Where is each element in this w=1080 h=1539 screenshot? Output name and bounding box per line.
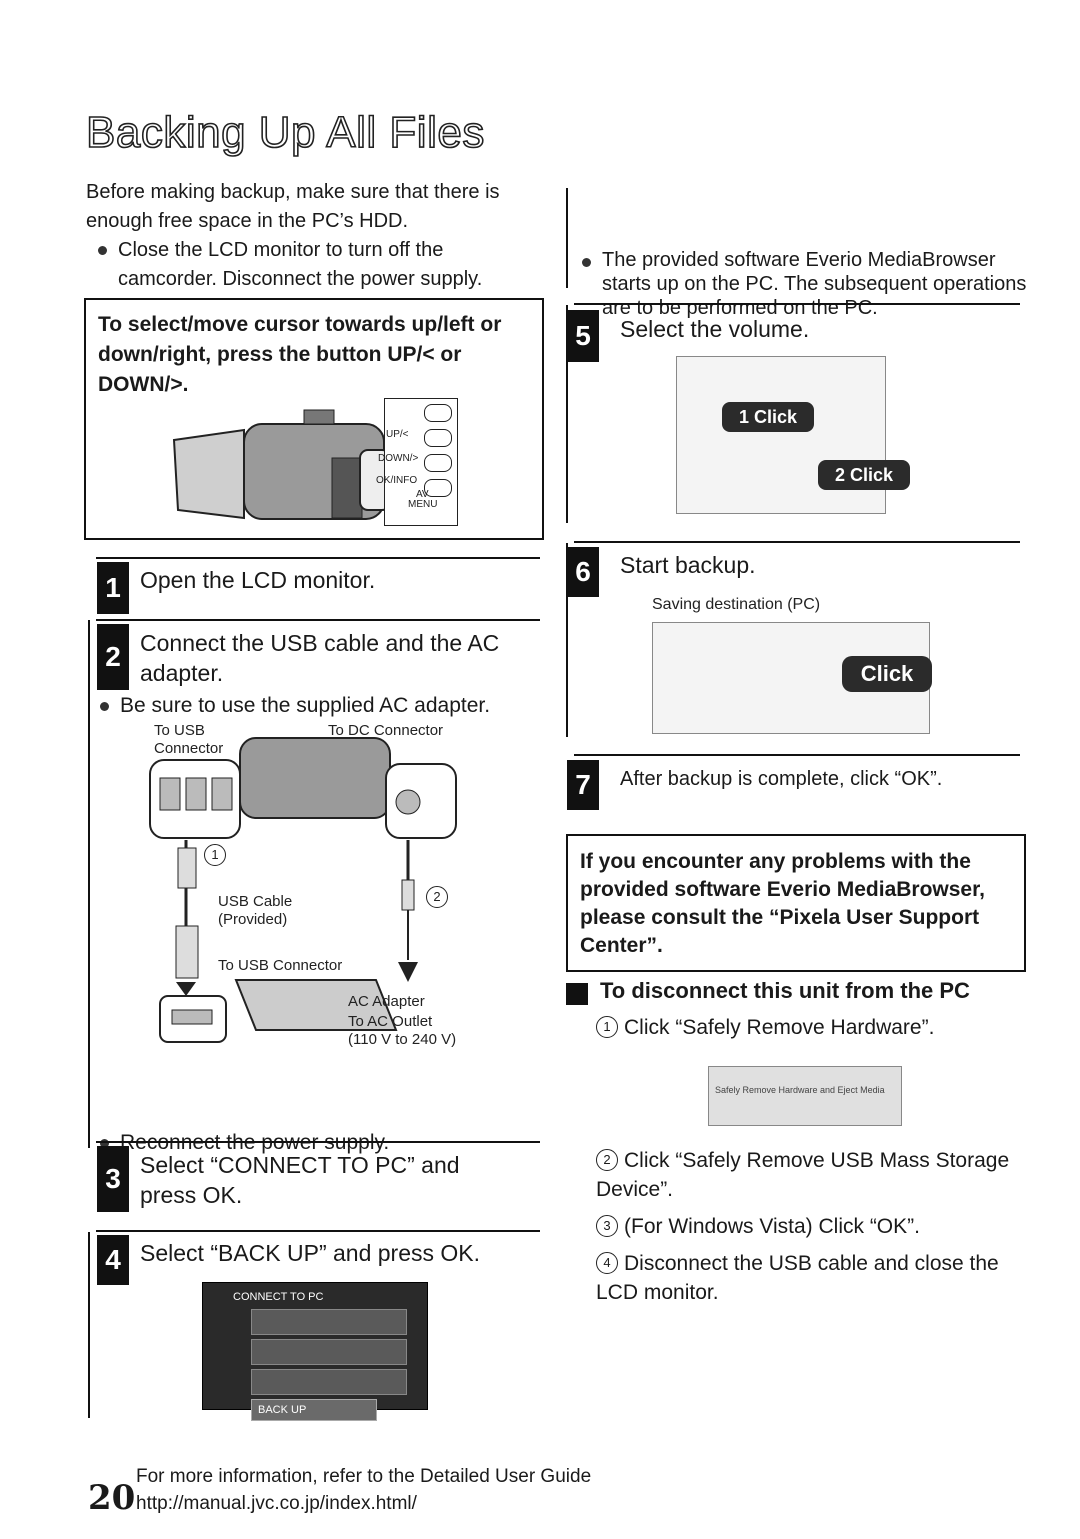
step4-text: Select “BACK UP” and press OK. bbox=[140, 1240, 481, 1266]
step5-col-rule bbox=[566, 305, 568, 523]
cursor-instruction-text: To select/move cursor towards up/left or… bbox=[98, 313, 502, 396]
step2-rule bbox=[96, 619, 540, 621]
page-title: Backing Up All Files bbox=[85, 107, 485, 158]
label-to-dc: To DC Connector bbox=[328, 722, 444, 739]
problems-box: If you encounter any problems with the p… bbox=[566, 834, 1026, 972]
step3-rule bbox=[96, 1141, 540, 1143]
disconnect-item-3: 3(For Windows Vista) Click “OK”. bbox=[596, 1212, 1016, 1241]
step4-badge: 4 bbox=[97, 1235, 129, 1285]
step6-rule bbox=[574, 541, 1020, 543]
click-badge-2[interactable]: 2 Click bbox=[818, 460, 910, 490]
page-number: 20 bbox=[88, 1478, 136, 1518]
cursor-instruction-box: To select/move cursor towards up/left or… bbox=[84, 298, 544, 540]
label-num2: 2 bbox=[426, 886, 454, 909]
menu-row bbox=[251, 1339, 407, 1365]
label-to-usb-connector: To USB Connector bbox=[218, 957, 343, 974]
step2-text: Connect the USB cable and the AC adapter… bbox=[140, 630, 500, 686]
step1-text: Open the LCD monitor. bbox=[140, 567, 376, 593]
btn-label-down: DOWN/> bbox=[378, 453, 419, 464]
step3-text: Select “CONNECT TO PC” and press OK. bbox=[140, 1152, 460, 1208]
footer-line1: For more information, refer to the Detai… bbox=[136, 1466, 592, 1487]
step7-text: After backup is complete, click “OK”. bbox=[620, 768, 943, 790]
step7-badge: 7 bbox=[567, 760, 599, 810]
btn-label-ok: OK/INFO bbox=[376, 475, 418, 486]
menu-row-backup: BACK UP bbox=[251, 1399, 377, 1421]
step5-badge: 5 bbox=[567, 310, 599, 362]
left-col-rule bbox=[88, 620, 90, 1148]
step7-rule bbox=[574, 754, 1020, 756]
step5-text: Select the volume. bbox=[620, 316, 810, 342]
label-voltage: (110 V to 240 V) bbox=[348, 1031, 457, 1048]
step6-badge: 6 bbox=[567, 547, 599, 597]
label-provided: (Provided) bbox=[218, 911, 288, 928]
disconnect-heading: To disconnect this unit from the PC bbox=[600, 978, 970, 1003]
label-to-usb: To USB bbox=[154, 722, 205, 739]
intro-text: Before making backup, make sure that the… bbox=[86, 181, 500, 232]
step6-text: Start backup. bbox=[620, 552, 756, 578]
click-badge-backup[interactable]: Click bbox=[842, 656, 932, 692]
camcorder-illustration bbox=[172, 409, 391, 520]
label-usb-cable: USB Cable bbox=[218, 893, 293, 910]
label-ac-adapter: AC Adapter bbox=[348, 993, 425, 1010]
right-col-rule-top bbox=[566, 188, 568, 288]
step1-rule bbox=[96, 557, 540, 559]
problems-text: If you encounter any problems with the p… bbox=[580, 850, 985, 957]
button-ovals bbox=[424, 404, 452, 504]
volume-selection-screen bbox=[676, 356, 886, 514]
taskbar-tooltip: Safely Remove Hardware and Eject Media bbox=[715, 1085, 885, 1095]
step5-rule bbox=[574, 303, 1020, 305]
step2-bullet: Be sure to use the supplied AC adapter. bbox=[88, 692, 570, 720]
label-connector: Connector bbox=[154, 740, 224, 757]
click-badge-1[interactable]: 1 Click bbox=[722, 402, 814, 432]
menu-row bbox=[251, 1309, 407, 1335]
camcorder-menu-screen: CONNECT TO PC BACK UP bbox=[202, 1282, 428, 1421]
saving-destination-label: Saving destination (PC) bbox=[652, 596, 821, 613]
step2-badge: 2 bbox=[97, 624, 129, 690]
menu-title: CONNECT TO PC bbox=[233, 1291, 324, 1303]
btn-label-up: UP/< bbox=[386, 429, 409, 440]
step1-badge: 1 bbox=[97, 562, 129, 614]
label-to-ac-outlet: To AC Outlet bbox=[348, 1013, 433, 1030]
footer-link[interactable]: http://manual.jvc.co.jp/index.html/ bbox=[136, 1493, 417, 1514]
step3-badge: 3 bbox=[97, 1146, 129, 1212]
step4-col-rule bbox=[88, 1232, 90, 1418]
menu-row bbox=[251, 1369, 407, 1395]
intro-section: Before making backup, make sure that the… bbox=[86, 178, 546, 294]
right-top-bullet: The provided software Everio MediaBrowse… bbox=[570, 248, 1032, 320]
intro-bullet: Close the LCD monitor to turn off the ca… bbox=[86, 236, 546, 294]
btn-label-av: AV bbox=[416, 489, 429, 500]
label-num1: 1 bbox=[204, 844, 232, 867]
step4-rule bbox=[96, 1230, 540, 1232]
step6-col-rule bbox=[566, 543, 568, 737]
taskbar-screenshot: Safely Remove Hardware and Eject Media bbox=[708, 1066, 902, 1126]
disconnect-square-icon bbox=[566, 983, 588, 1005]
btn-label-menu: MENU bbox=[408, 499, 438, 510]
connection-diagram bbox=[149, 737, 457, 1043]
